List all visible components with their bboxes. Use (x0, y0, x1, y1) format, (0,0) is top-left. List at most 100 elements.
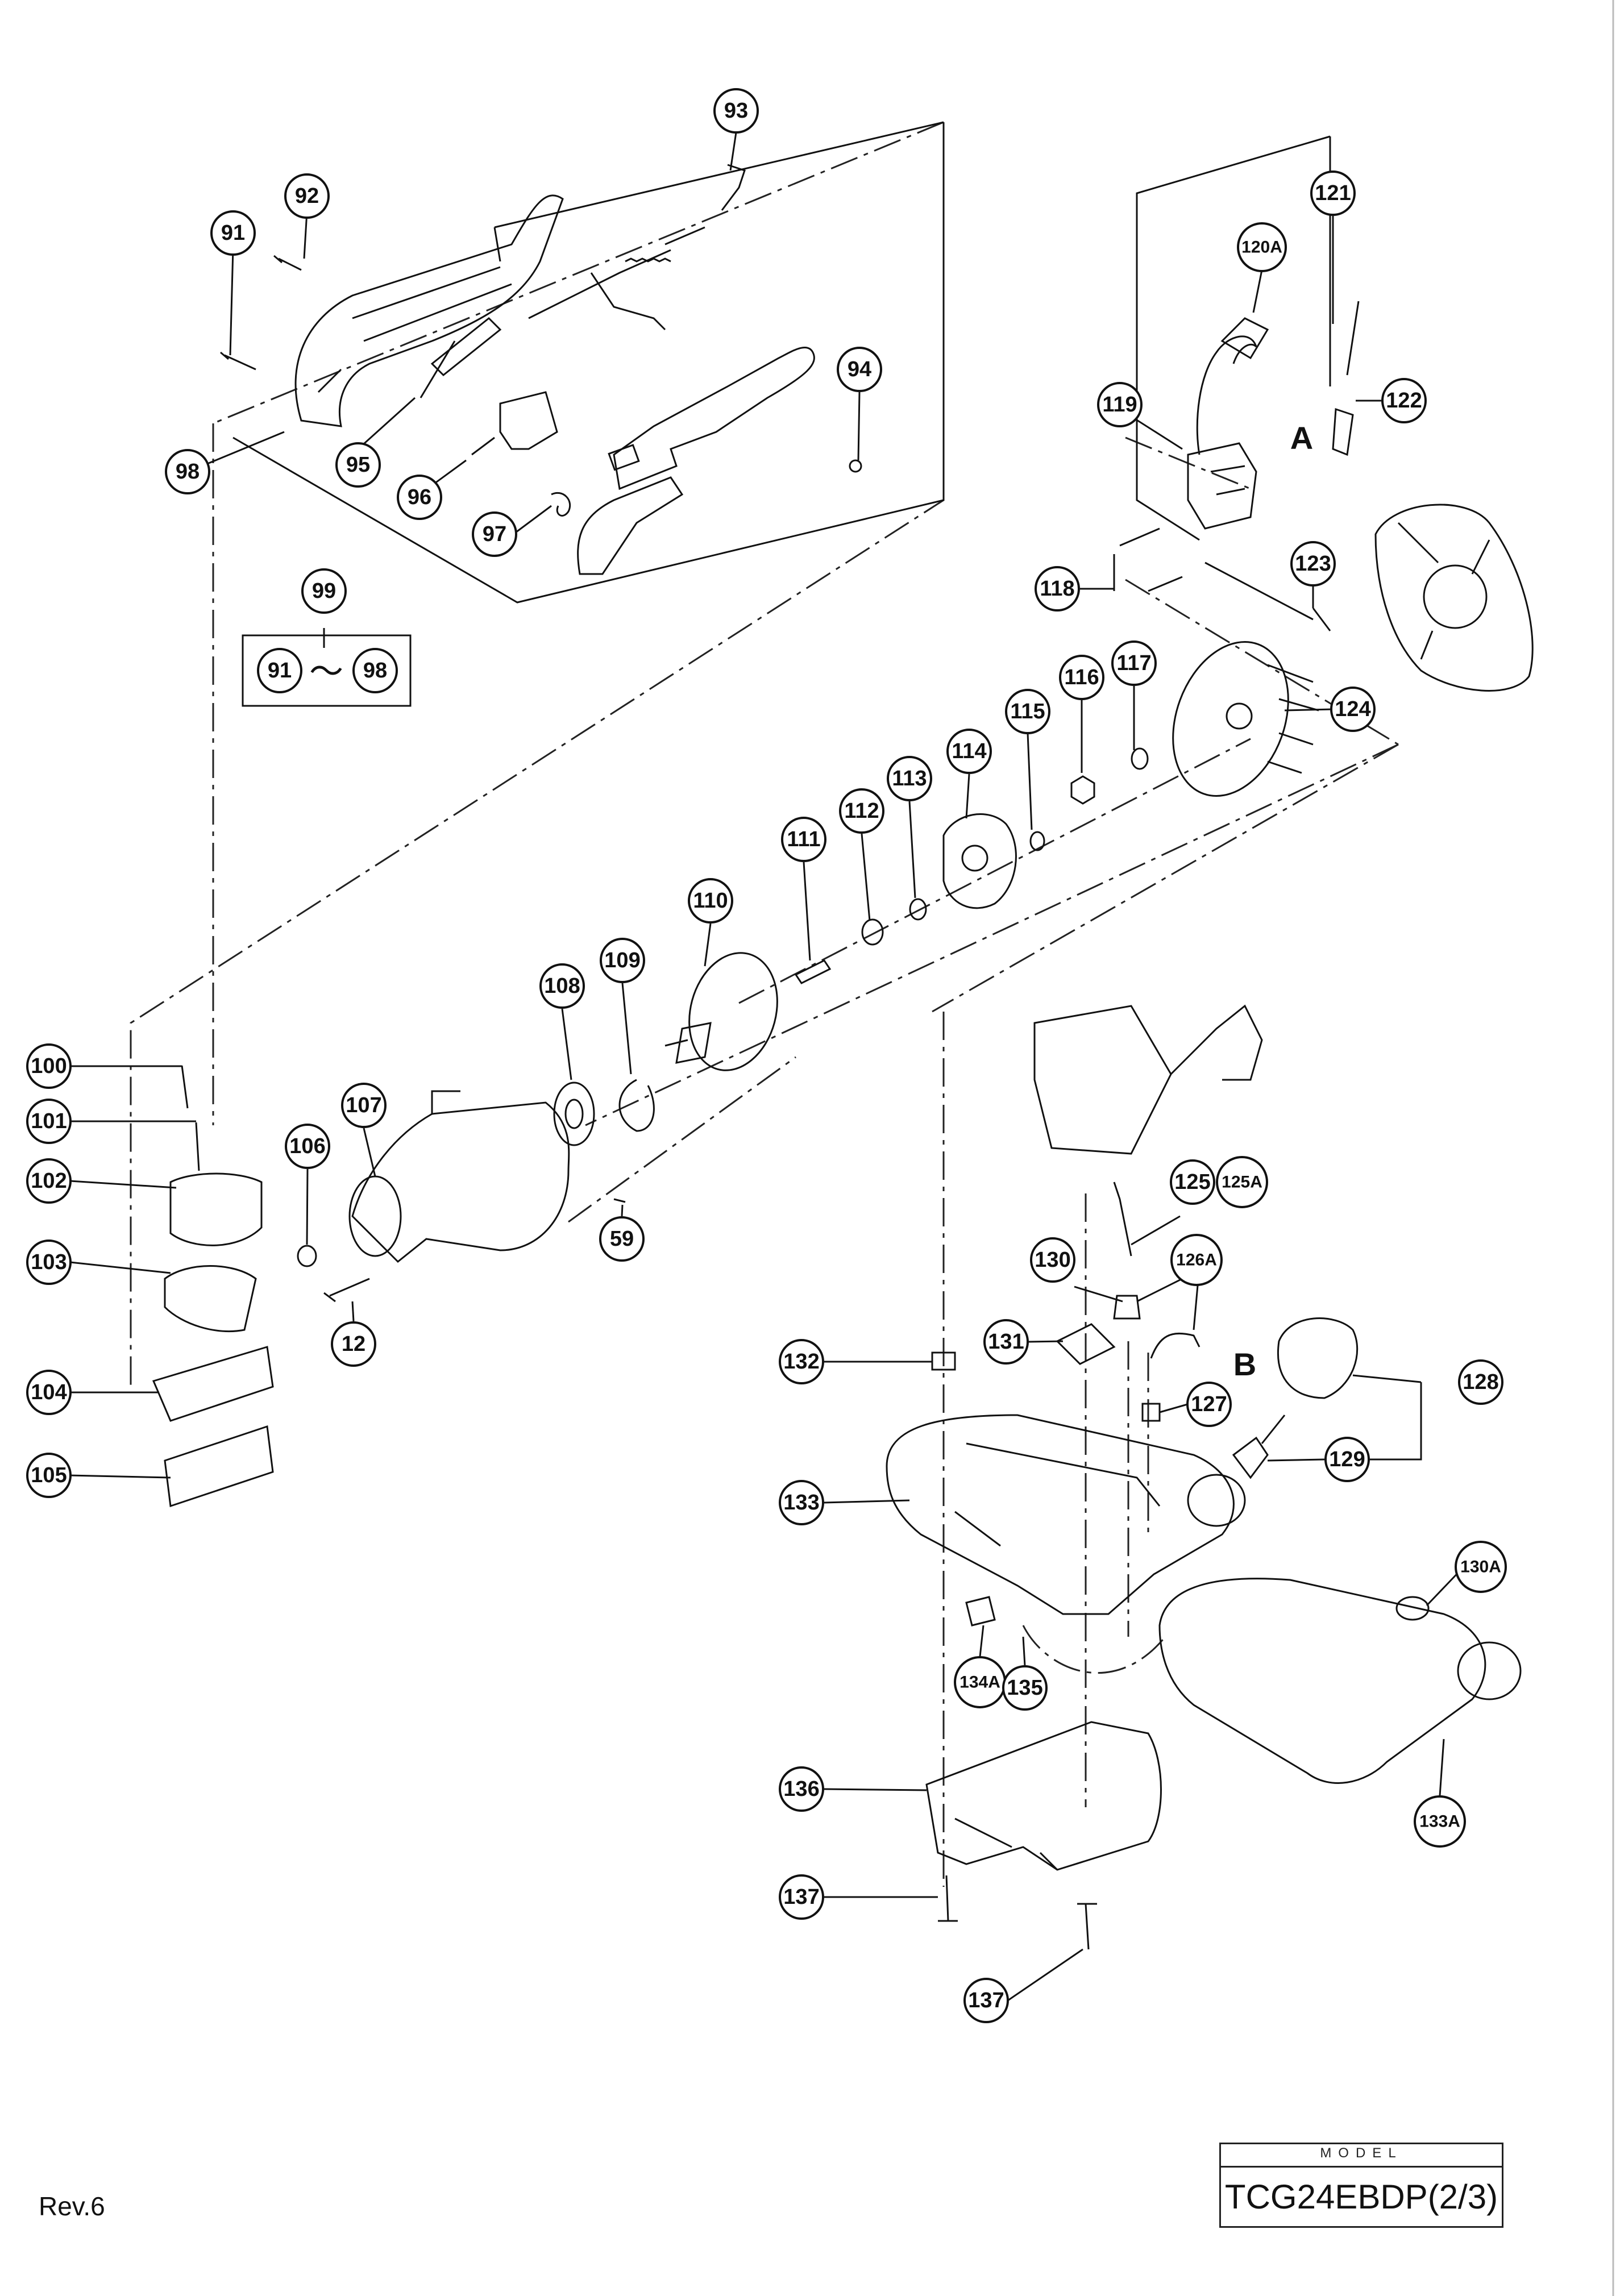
callout-125A: 125A (1216, 1156, 1268, 1208)
callout-137-left: 137 (779, 1874, 824, 1920)
washer-115 (1029, 831, 1045, 851)
callout-110: 110 (688, 878, 733, 924)
lead-122 (1332, 301, 1360, 456)
svg-text:136: 136 (783, 1777, 819, 1801)
svg-text:133A: 133A (1419, 1812, 1460, 1831)
callout-102: 102 (26, 1158, 72, 1204)
callout-91: 91 (210, 210, 256, 256)
throttle-cable (528, 164, 746, 331)
fuel-tank-133A (1158, 1578, 1522, 1784)
set-range-to: 98 (352, 648, 398, 693)
screws-118 (1119, 527, 1183, 592)
callout-12: 12 (331, 1321, 376, 1367)
callout-59: 59 (599, 1216, 645, 1262)
grommet-130 (1113, 1295, 1141, 1320)
bolts-100-101 (181, 1065, 200, 1171)
svg-text:104: 104 (31, 1380, 67, 1404)
svg-text:125: 125 (1174, 1170, 1210, 1194)
callout-125: 125 (1170, 1159, 1215, 1205)
svg-text:91: 91 (268, 659, 292, 683)
crankcase (1374, 504, 1534, 692)
callout-103: 103 (26, 1239, 72, 1285)
callout-95: 95 (335, 442, 381, 488)
bushing-134A (965, 1596, 996, 1627)
set-range-from: 91 (257, 648, 302, 693)
bearing-108 (553, 1082, 595, 1146)
model-caption: MODEL (1320, 2145, 1403, 2161)
assembly-guide-lines (130, 121, 1399, 1887)
svg-text:102: 102 (31, 1169, 67, 1193)
svg-text:12: 12 (342, 1332, 365, 1356)
callout-105: 105 (26, 1453, 72, 1498)
svg-text:124: 124 (1335, 697, 1370, 721)
clutch-drum-110 (664, 952, 778, 1071)
svg-text:91: 91 (221, 221, 245, 245)
callout-133: 133 (779, 1480, 824, 1525)
model-divider (1221, 2166, 1502, 2168)
callout-137-bottom: 137 (963, 1978, 1009, 2023)
grommet-127 (1141, 1403, 1161, 1422)
callout-100: 100 (26, 1043, 72, 1089)
washer-112 (861, 918, 884, 946)
svg-text:105: 105 (31, 1463, 67, 1487)
svg-text:106: 106 (289, 1134, 325, 1158)
svg-text:95: 95 (346, 453, 370, 477)
svg-text:108: 108 (544, 974, 580, 998)
fuel-pipe-125 (1113, 1182, 1132, 1257)
callout-99: 99 (301, 568, 347, 614)
svg-text:109: 109 (604, 949, 640, 972)
callout-115: 115 (1005, 689, 1050, 734)
callout-101: 101 (26, 1099, 72, 1144)
leader-lines (70, 132, 1465, 2002)
clutch-shoe-114 (942, 813, 1017, 909)
callout-104: 104 (26, 1370, 72, 1415)
svg-text:112: 112 (844, 799, 879, 823)
svg-text:116: 116 (1064, 665, 1099, 689)
clutch-parts (794, 747, 1149, 984)
starter-recoil (1033, 1004, 1263, 1155)
svg-text:123: 123 (1295, 552, 1331, 576)
svg-text:110: 110 (693, 889, 728, 913)
svg-text:134A: 134A (959, 1673, 1000, 1692)
marker-b: B (1233, 1346, 1256, 1382)
callout-121: 121 (1310, 170, 1356, 216)
svg-text:101: 101 (31, 1109, 67, 1133)
washer-113 (909, 898, 927, 921)
callout-119: 119 (1097, 382, 1143, 427)
callout-109: 109 (600, 938, 645, 983)
svg-text:115: 115 (1010, 700, 1045, 723)
svg-text:119: 119 (1102, 393, 1137, 417)
svg-text:131: 131 (988, 1330, 1024, 1354)
callout-127: 127 (1186, 1382, 1232, 1427)
retaining-ring-109 (618, 1079, 655, 1132)
svg-text:103: 103 (31, 1250, 67, 1274)
svg-text:128: 128 (1463, 1370, 1498, 1394)
svg-text:98: 98 (176, 460, 200, 484)
callout-98: 98 (165, 449, 210, 494)
callout-122: 122 (1381, 378, 1427, 423)
clamp-104 (152, 1346, 274, 1422)
svg-text:94: 94 (848, 357, 871, 381)
clamp-102 (169, 1172, 263, 1246)
callout-93: 93 (713, 88, 759, 134)
callout-130: 130 (1030, 1237, 1075, 1283)
washer-117 (1131, 747, 1149, 770)
callout-107: 107 (341, 1083, 387, 1128)
callout-92: 92 (284, 173, 330, 219)
nut-116 (1070, 775, 1095, 805)
callout-134A: 134A (954, 1656, 1006, 1708)
svg-text:117: 117 (1116, 651, 1151, 675)
svg-text:113: 113 (892, 767, 927, 791)
svg-text:92: 92 (295, 184, 319, 208)
model-name: TCG24EBDP(2/3) (1224, 2178, 1498, 2216)
ignition-coil (1187, 335, 1257, 530)
screws-137 (938, 1875, 1097, 1950)
bolt-12 (323, 1278, 370, 1303)
svg-text:100: 100 (31, 1054, 67, 1078)
clamp-parts (152, 1065, 274, 1508)
callout-118: 118 (1035, 566, 1080, 612)
callout-96: 96 (397, 475, 442, 520)
ground-wire-123 (1204, 561, 1331, 631)
callout-111: 111 (781, 817, 826, 862)
revision-label: Rev.6 (39, 2191, 105, 2221)
